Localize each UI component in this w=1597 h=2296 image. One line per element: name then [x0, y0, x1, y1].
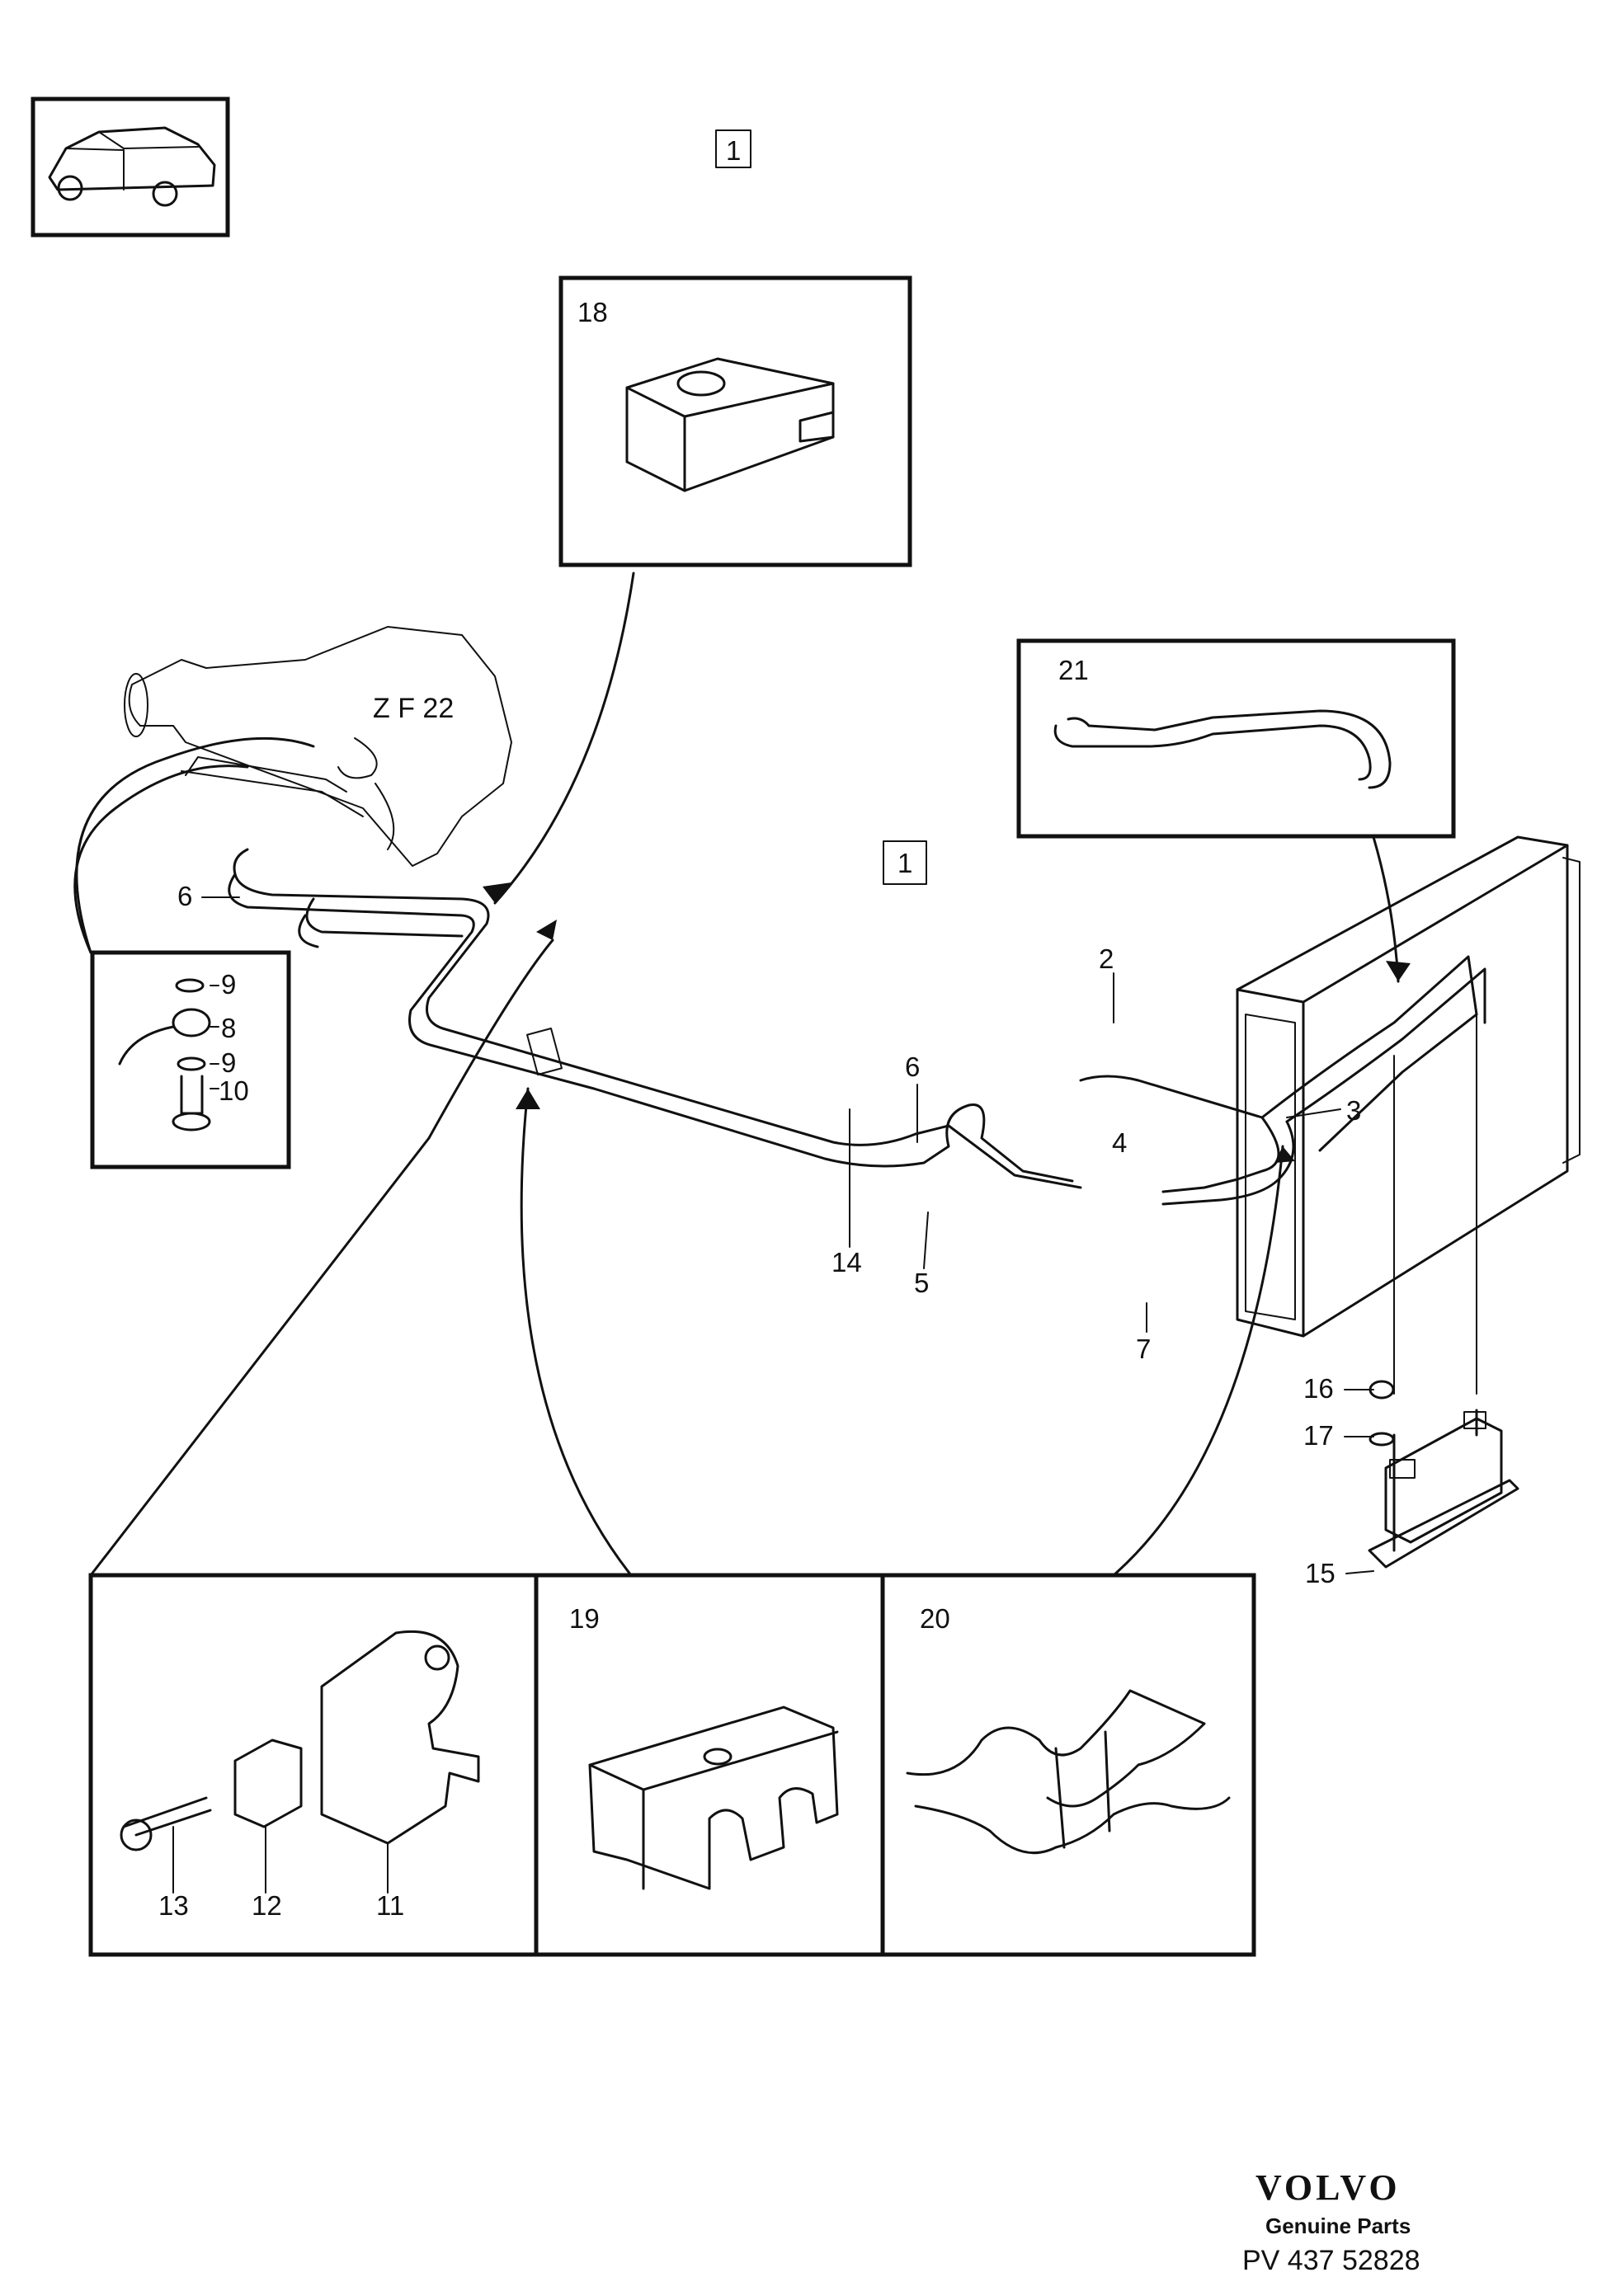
svg-text:1: 1: [897, 848, 912, 878]
callout-9b: 9: [221, 1047, 236, 1078]
part-number: PV 437 52828: [1242, 2245, 1420, 2276]
callout-6b: 6: [905, 1052, 920, 1082]
callout-7: 7: [1136, 1334, 1151, 1364]
svg-text:18: 18: [577, 297, 608, 327]
callout-14: 14: [831, 1247, 862, 1277]
detail-box-bracket: [88, 1573, 539, 1957]
svg-text:Z F 22: Z F 22: [373, 693, 454, 724]
callout-17: 17: [1303, 1420, 1334, 1451]
callout-15: 15: [1305, 1558, 1336, 1588]
group-label-middle: 1: [883, 840, 927, 885]
detail-box-banjo: [90, 950, 291, 1169]
callout-11: 11: [376, 1890, 404, 1921]
callout-arrows: [73, 572, 1411, 1577]
callout-8: 8: [221, 1013, 236, 1043]
callout-4: 4: [1112, 1127, 1127, 1158]
brand-block: VOLVO Genuine Parts PV 437 52828: [1242, 2167, 1420, 2276]
callout-13: 13: [158, 1890, 189, 1921]
vehicle-thumbnail: [31, 96, 230, 238]
group-label-top: 1: [715, 129, 751, 168]
callout-3: 3: [1346, 1095, 1361, 1126]
radiator: [1236, 835, 1581, 1338]
svg-text:21: 21: [1058, 655, 1089, 685]
detail-box-20: [880, 1573, 1256, 1957]
callout-19: 19: [569, 1603, 600, 1634]
callout-5: 5: [914, 1268, 929, 1298]
svg-text:1: 1: [726, 135, 741, 166]
callout-16: 16: [1303, 1373, 1334, 1404]
callout-9a: 9: [221, 969, 236, 1000]
callout-20: 20: [920, 1603, 950, 1634]
detail-box-21: 21: [1016, 638, 1456, 839]
oil-cooler-lines: [228, 848, 1486, 1206]
brand-tagline: Genuine Parts: [1265, 2214, 1411, 2238]
callout-2: 2: [1099, 943, 1114, 974]
brand-logo: VOLVO: [1255, 2167, 1401, 2208]
callout-6a: 6: [177, 881, 192, 911]
callout-10: 10: [219, 1075, 249, 1106]
oil-cooler-unit: [1368, 1014, 1519, 1569]
detail-box-18: 18: [558, 275, 912, 567]
callout-12: 12: [252, 1890, 282, 1921]
callout-numbers: 2 3 4 5 6 6 7 8 9 9 10 11 12 13 14 15 16…: [158, 881, 1395, 1921]
transmission-outline: Z F 22: [124, 626, 512, 867]
